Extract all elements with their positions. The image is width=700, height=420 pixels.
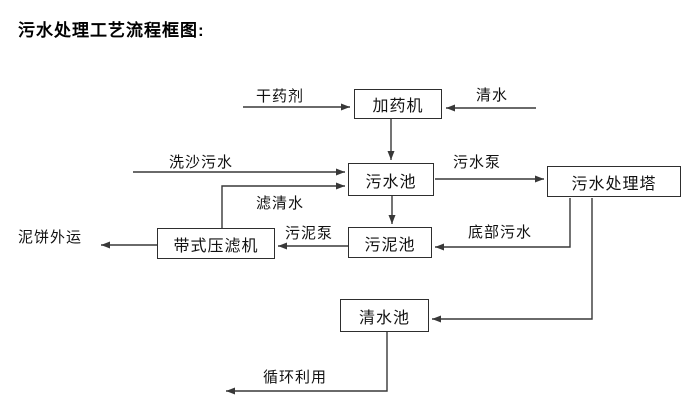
node-treatment-tower: 污水处理塔 xyxy=(547,166,681,197)
arrow-tower-to-clean-pool xyxy=(432,198,593,323)
node-doser: 加药机 xyxy=(354,89,442,119)
label-filtered-water: 滤清水 xyxy=(256,195,305,212)
label-bottom-sewage: 底部污水 xyxy=(468,224,533,241)
node-sewage-pool: 污水池 xyxy=(348,163,434,196)
label-sewage-pump: 污水泵 xyxy=(453,154,502,171)
label-dry-chemical: 干药剂 xyxy=(256,88,305,105)
node-sludge-pool: 污泥池 xyxy=(348,227,432,258)
label-recycle-use: 循环利用 xyxy=(263,369,328,386)
page-title: 污水处理工艺流程框图: xyxy=(18,21,205,40)
node-clean-pool: 清水池 xyxy=(340,299,429,332)
label-mudcake-out: 泥饼外运 xyxy=(18,229,83,246)
label-sludge-pump: 污泥泵 xyxy=(285,225,334,242)
node-belt-press: 带式压滤机 xyxy=(157,228,275,259)
label-sandwash-sewage: 洗沙污水 xyxy=(169,154,234,171)
label-clean-water: 清水 xyxy=(476,87,509,104)
